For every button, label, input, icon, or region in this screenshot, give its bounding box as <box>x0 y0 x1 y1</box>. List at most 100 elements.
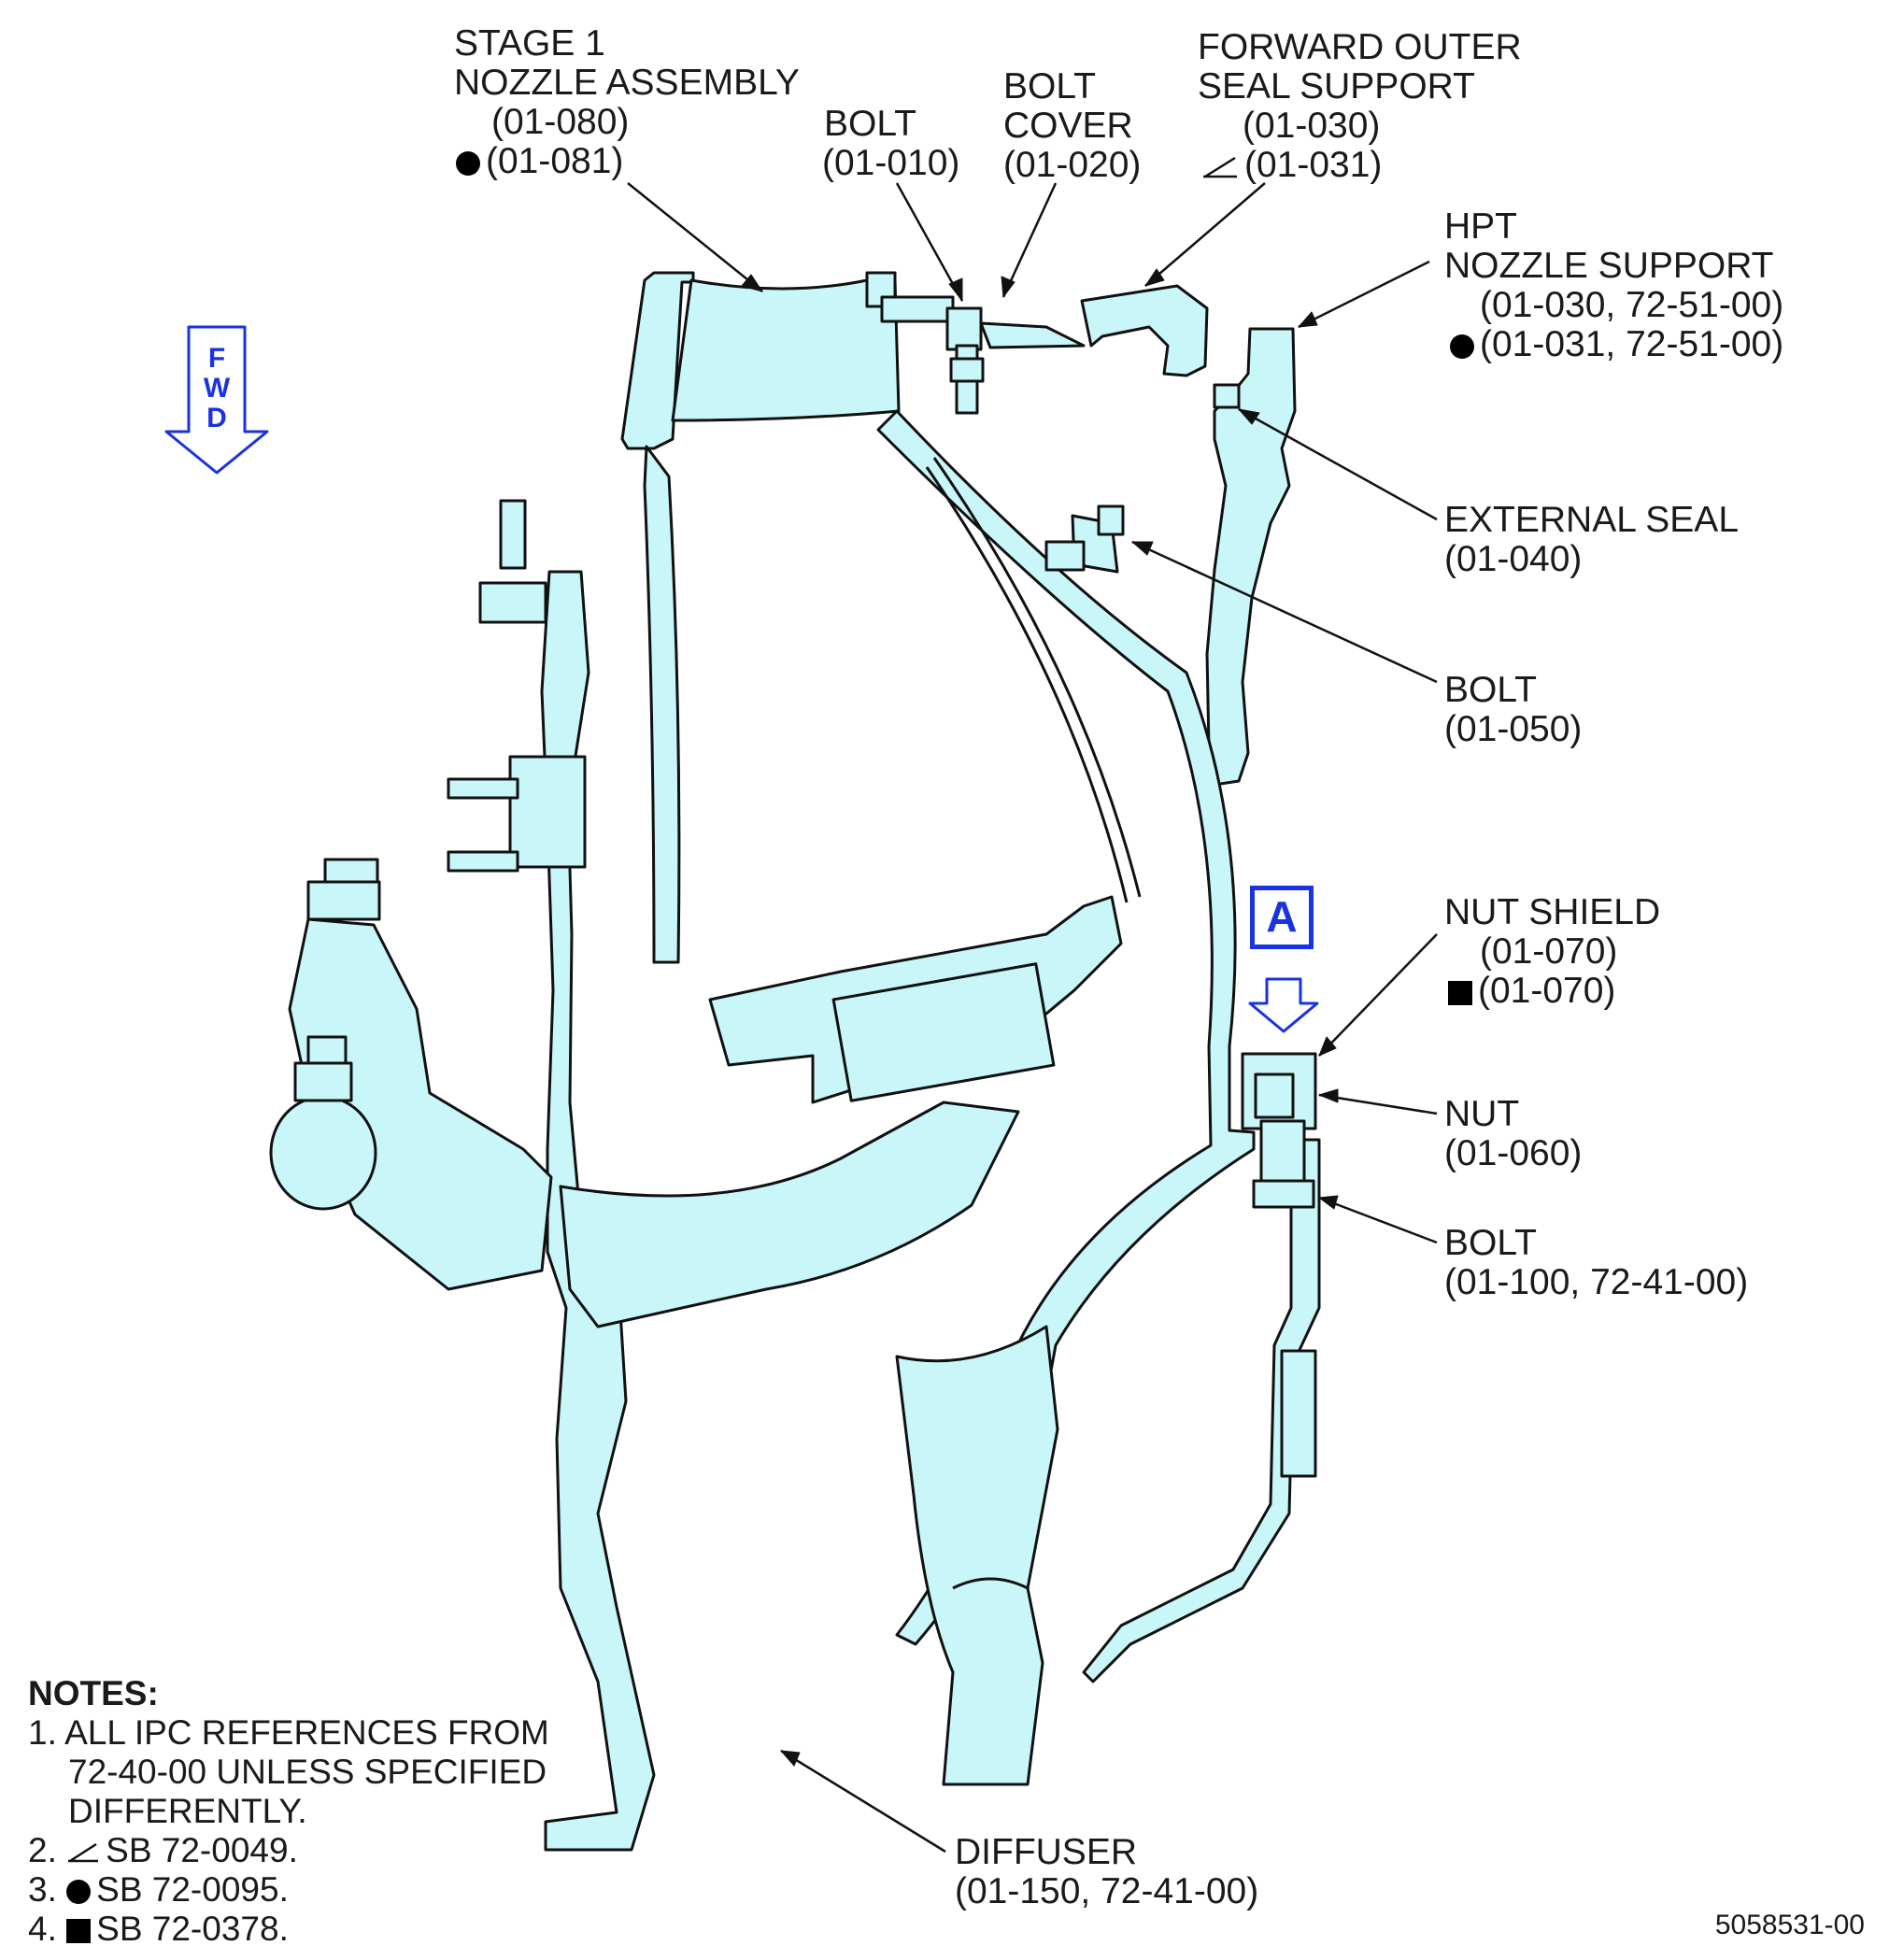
combustor-case-left <box>540 570 656 1852</box>
callout-stage1-line1: STAGE 1 <box>454 23 605 64</box>
filled-circle-icon <box>456 150 480 176</box>
view-a-marker: A <box>1250 886 1314 949</box>
case-boss-top <box>499 499 527 570</box>
callout-stage1-ref2-row: (01-081) <box>454 142 800 181</box>
callout-bolt010-ref1: (01-010) <box>822 143 960 183</box>
bolt-050-part <box>1044 504 1125 574</box>
note-2: 2. SB 72-0049. <box>28 1831 549 1870</box>
nut-assembly-part <box>1241 1052 1317 1209</box>
callout-extseal-ref1: (01-040) <box>1444 539 1583 579</box>
callout-nut-line1: NUT <box>1444 1094 1520 1134</box>
bolt-010-part <box>865 271 1086 415</box>
callout-hpt-line2: NOZZLE SUPPORT <box>1444 246 1774 286</box>
callout-nutshield-line1: NUT SHIELD <box>1444 892 1661 932</box>
callout-stage1-ref1: (01-080) <box>491 102 630 142</box>
inner-dome-curve-2 <box>925 466 1129 903</box>
callout-nut-ref1: (01-060) <box>1444 1133 1583 1173</box>
callout-stage1-nozzle: STAGE 1 NOZZLE ASSEMBLY (01-080) (01-081… <box>454 24 800 181</box>
callout-bolt100-ref1: (01-100, 72-41-00) <box>1444 1262 1749 1302</box>
callout-stage1-ref2: (01-081) <box>486 141 624 181</box>
callout-hpt-line1: HPT <box>1444 206 1517 247</box>
callout-hpt-ref1: (01-030, 72-51-00) <box>1480 285 1784 325</box>
leader-arrowheads <box>741 268 1339 1767</box>
note-4: 4. SB 72-0378. <box>28 1910 549 1949</box>
open-triangle-icon <box>68 1843 99 1863</box>
callout-bolt-100: BOLT (01-100, 72-41-00) <box>1444 1224 1748 1302</box>
case-boss-top-base <box>478 581 547 624</box>
callout-stage1-line2: NOZZLE ASSEMBLY <box>454 63 800 103</box>
view-a-arrow <box>1248 977 1319 1033</box>
case-right-lower <box>1082 1138 1321 1683</box>
inner-liner-part <box>643 445 681 964</box>
callout-bolt-050: BOLT (01-050) <box>1444 671 1582 749</box>
callout-bolt100-line1: BOLT <box>1444 1223 1537 1263</box>
leader-lines <box>627 182 1438 1853</box>
fwd-letter-d: D <box>206 403 227 433</box>
callout-bolt-010: BOLT (01-010) <box>822 105 959 183</box>
callout-nut: NUT (01-060) <box>1444 1095 1582 1173</box>
callout-nutshield-ref2-row: (01-070) <box>1444 972 1660 1011</box>
filled-circle-icon <box>66 1880 92 1905</box>
diffuser-part <box>895 1325 1059 1786</box>
filled-square-icon <box>66 1919 92 1944</box>
callout-nutshield-ref2: (01-070) <box>1478 971 1616 1011</box>
note-1-line-b: 72-40-00 UNLESS SPECIFIED <box>68 1753 547 1791</box>
open-triangle-icon <box>1203 156 1237 178</box>
inner-dome-curve <box>932 457 1142 898</box>
fwd-arrow: F W D <box>164 325 269 475</box>
note-4-number: 4. <box>28 1910 57 1948</box>
callout-bolt050-line1: BOLT <box>1444 670 1537 710</box>
fuel-nozzle-part <box>269 858 553 1291</box>
notes-heading: NOTES: <box>28 1674 159 1712</box>
callout-bolt010-line1: BOLT <box>824 104 916 144</box>
callout-fos-line1: FORWARD OUTER <box>1198 27 1522 67</box>
callout-hpt-ref2-row: (01-031, 72-51-00) <box>1444 325 1783 364</box>
callout-extseal-line1: EXTERNAL SEAL <box>1444 500 1740 540</box>
external-seal-part <box>1213 383 1241 409</box>
filled-square-icon <box>1448 980 1472 1005</box>
note-2-number: 2. <box>28 1831 57 1869</box>
callout-boltcover-ref1: (01-020) <box>1003 145 1142 185</box>
note-1-line-c: DIFFERENTLY. <box>68 1792 307 1830</box>
callout-fwd-outer-seal: FORWARD OUTER SEAL SUPPORT (01-030) (01-… <box>1198 28 1522 185</box>
note-3: 3. SB 72-0095. <box>28 1870 549 1910</box>
callout-diffuser: DIFFUSER (01-150, 72-41-00) <box>955 1833 1258 1911</box>
note-4-text: SB 72-0378. <box>96 1910 289 1948</box>
stage1-nozzle-vane <box>671 278 901 422</box>
callout-bolt050-ref1: (01-050) <box>1444 709 1583 749</box>
note-2-text: SB 72-0049. <box>106 1831 298 1869</box>
callout-nutshield-ref1: (01-070) <box>1480 931 1618 972</box>
callout-boltcover-line1: BOLT <box>1003 66 1096 107</box>
hpt-nozzle-support-part <box>1205 327 1297 787</box>
callout-boltcover-line2: COVER <box>1003 106 1133 146</box>
flange-bolt-mid <box>447 755 587 873</box>
note-1-line-a: 1. ALL IPC REFERENCES FROM <box>28 1713 549 1752</box>
case-right-boss <box>1280 1349 1317 1478</box>
callout-hpt-ref2: (01-031, 72-51-00) <box>1480 324 1784 364</box>
callout-fos-ref2: (01-031) <box>1244 145 1383 185</box>
callout-fos-ref2-row: (01-031) <box>1198 146 1522 185</box>
callout-fos-ref1: (01-030) <box>1243 106 1381 146</box>
callout-diffuser-line1: DIFFUSER <box>955 1832 1137 1872</box>
callout-nut-shield: NUT SHIELD (01-070) (01-070) <box>1444 893 1660 1011</box>
forward-outer-seal-part <box>1080 284 1209 377</box>
notes-block: NOTES: 1. ALL IPC REFERENCES FROM 72-40-… <box>28 1674 549 1949</box>
outer-liner-part <box>876 409 1256 1646</box>
callout-fos-line2: SEAL SUPPORT <box>1198 66 1475 107</box>
filled-circle-icon <box>1450 334 1474 359</box>
fwd-letter-f: F <box>208 343 225 374</box>
fwd-letter-w: W <box>204 373 231 404</box>
note-3-text: SB 72-0095. <box>96 1870 289 1909</box>
diffuser-lower-ring <box>952 1577 1029 1590</box>
swirler-body-part <box>559 1101 1020 1328</box>
callout-bolt-cover: BOLT COVER (01-020) <box>1003 67 1141 185</box>
callout-hpt-nozzle-support: HPT NOZZLE SUPPORT (01-030, 72-51-00) (0… <box>1444 207 1783 364</box>
stage1-nozzle-part <box>620 271 695 450</box>
note-3-number: 3. <box>28 1870 57 1909</box>
dome-panel <box>831 962 1056 1102</box>
callout-diffuser-ref1: (01-150, 72-41-00) <box>955 1871 1259 1911</box>
figure-id: 5058531-00 <box>1714 1910 1865 1940</box>
callout-external-seal: EXTERNAL SEAL (01-040) <box>1444 501 1739 579</box>
